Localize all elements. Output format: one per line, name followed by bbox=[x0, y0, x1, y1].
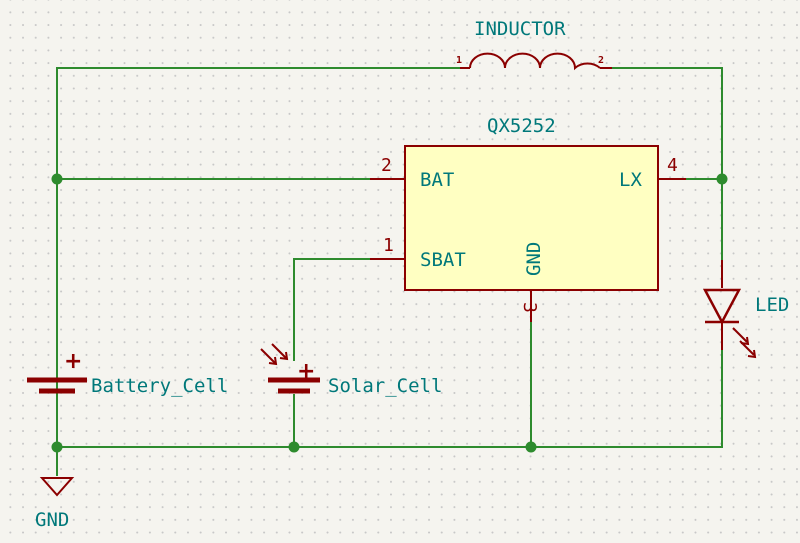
light-arrows-icon bbox=[260, 343, 289, 366]
wire-top-right[interactable] bbox=[611, 67, 723, 261]
led-symbol[interactable]: LED bbox=[702, 260, 789, 359]
junctions bbox=[51, 173, 728, 453]
battery-label: Battery_Cell bbox=[91, 375, 228, 397]
inductor-pin2-number: 2 bbox=[598, 55, 604, 66]
junction-lx[interactable] bbox=[716, 173, 728, 185]
ic-pin-bat-name: BAT bbox=[420, 169, 454, 191]
wire-bottom[interactable] bbox=[56, 349, 723, 448]
ic-qx5252[interactable]: QX5252 2 BAT 1 SBAT 4 LX 3 GND bbox=[370, 115, 686, 322]
led-triangle bbox=[702, 288, 742, 325]
ic-pin-bat-number: 2 bbox=[381, 155, 392, 176]
inductor-label: INDUCTOR bbox=[474, 18, 566, 40]
wire-sbat[interactable] bbox=[293, 258, 371, 361]
ground-label: GND bbox=[35, 509, 69, 531]
battery-polarity: + bbox=[64, 349, 82, 374]
ic-pin-gnd-name: GND bbox=[523, 242, 545, 276]
solar-label: Solar_Cell bbox=[328, 375, 442, 397]
inductor-symbol[interactable]: 1 2 INDUCTOR bbox=[456, 18, 612, 71]
ground-triangle bbox=[39, 477, 75, 497]
led-label: LED bbox=[755, 294, 789, 316]
ic-pin-gnd-number: 3 bbox=[519, 302, 540, 313]
battery-cell-symbol[interactable]: + Battery_Cell bbox=[27, 349, 228, 397]
junction-ground[interactable] bbox=[51, 441, 63, 453]
wires bbox=[56, 67, 723, 476]
solar-polarity: + bbox=[297, 359, 315, 384]
solar-cell-symbol[interactable]: + Solar_Cell bbox=[260, 343, 442, 397]
ic-body[interactable] bbox=[404, 145, 659, 291]
inductor-pin1-number: 1 bbox=[456, 55, 462, 66]
junction-ic-gnd[interactable] bbox=[525, 441, 537, 453]
ic-label: QX5252 bbox=[487, 115, 556, 137]
ic-pin-lx-number: 4 bbox=[667, 155, 678, 176]
ic-pin-lx-name: LX bbox=[619, 169, 642, 191]
junction-bat[interactable] bbox=[51, 173, 63, 185]
ground-symbol[interactable]: GND bbox=[35, 477, 75, 531]
junction-solar[interactable] bbox=[288, 441, 300, 453]
ic-pin-sbat-number: 1 bbox=[383, 235, 394, 256]
ic-pin-sbat-name: SBAT bbox=[420, 249, 466, 271]
inductor-coil bbox=[469, 52, 601, 71]
light-emission-icon bbox=[732, 327, 757, 359]
